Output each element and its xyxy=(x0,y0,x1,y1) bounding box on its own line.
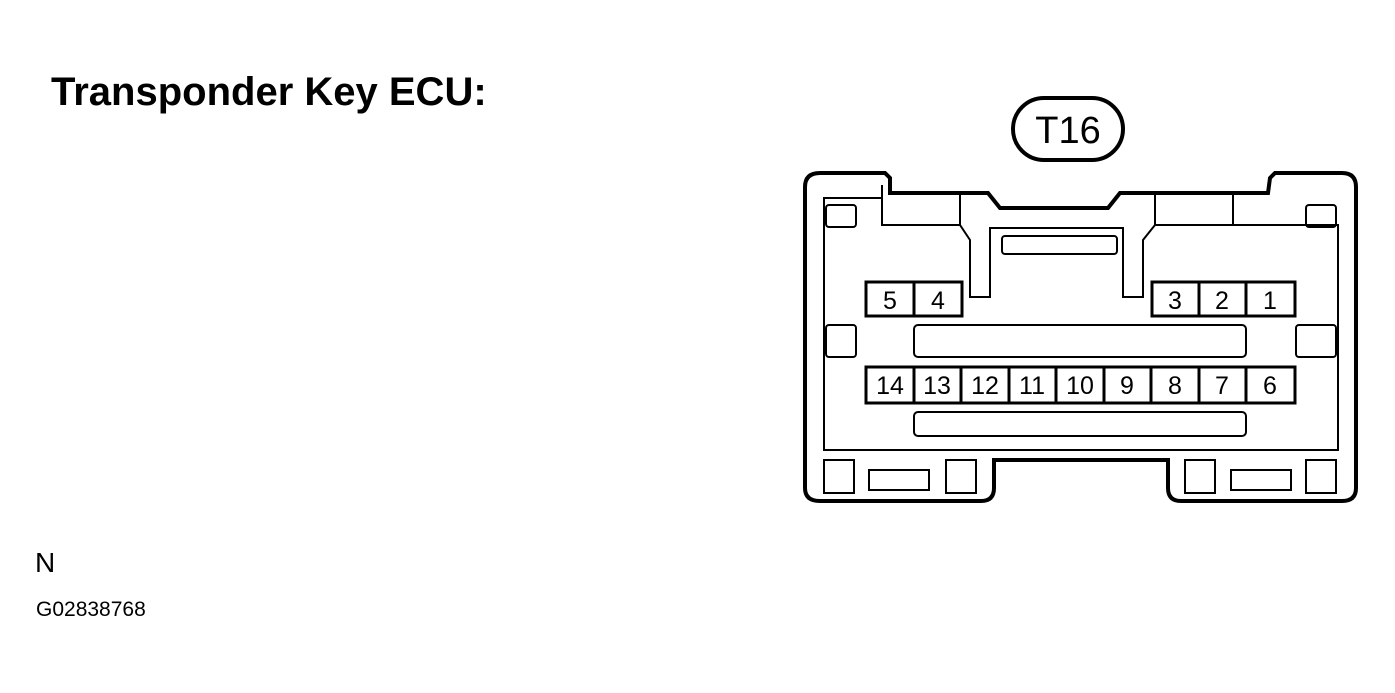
pin-row-lower: 14 13 12 11 10 9 8 7 6 xyxy=(864,365,1297,405)
connector-code-outline xyxy=(1011,96,1125,162)
lock-tab xyxy=(1001,235,1118,255)
lower-recess xyxy=(913,411,1247,437)
pin-number: 7 xyxy=(1215,372,1229,400)
guide-rib-right-mid xyxy=(1295,324,1337,358)
pin-box xyxy=(864,365,1297,405)
pin-number: 9 xyxy=(1120,372,1134,400)
pin-number: 14 xyxy=(876,372,904,400)
housing-inner-outline xyxy=(823,197,1339,451)
latch-left-slot xyxy=(868,469,930,491)
pin-number: 10 xyxy=(1066,372,1094,400)
view-letter: N xyxy=(35,547,56,578)
latch-left-outer xyxy=(823,459,855,494)
latch-left-inner xyxy=(945,459,977,494)
pin-number: 13 xyxy=(923,372,951,400)
pin-row-upper-left: 5 4 xyxy=(864,280,964,318)
pin-number: 2 xyxy=(1215,287,1229,315)
pin-number: 11 xyxy=(1019,372,1045,400)
latch-right-inner xyxy=(1184,459,1216,494)
connector-code: T16 xyxy=(1035,110,1100,152)
pin-number: 8 xyxy=(1168,372,1182,400)
diagram-title: Transponder Key ECU: xyxy=(51,70,487,114)
pin-number: 1 xyxy=(1263,287,1277,315)
pin-number: 6 xyxy=(1263,372,1277,400)
pin-number: 12 xyxy=(971,372,999,400)
housing-outer-outline xyxy=(803,171,1358,503)
latch-right-slot xyxy=(1230,469,1292,491)
pin-box xyxy=(1150,280,1297,318)
connector-housing xyxy=(803,171,1358,503)
pin-row-upper-right: 3 2 1 xyxy=(1150,280,1297,318)
latch-right-outer xyxy=(1305,459,1337,494)
guide-rib-left-mid xyxy=(825,324,857,358)
pin-number: 3 xyxy=(1168,287,1182,315)
guide-rib-right-top xyxy=(1305,204,1337,228)
guide-rib-left-top xyxy=(825,204,857,228)
upper-recess xyxy=(913,324,1247,358)
pin-number: 4 xyxy=(931,287,945,315)
figure-id: G02838768 xyxy=(36,598,146,621)
connector-code-badge: T16 xyxy=(1011,96,1125,162)
pin-number: 5 xyxy=(883,287,897,315)
